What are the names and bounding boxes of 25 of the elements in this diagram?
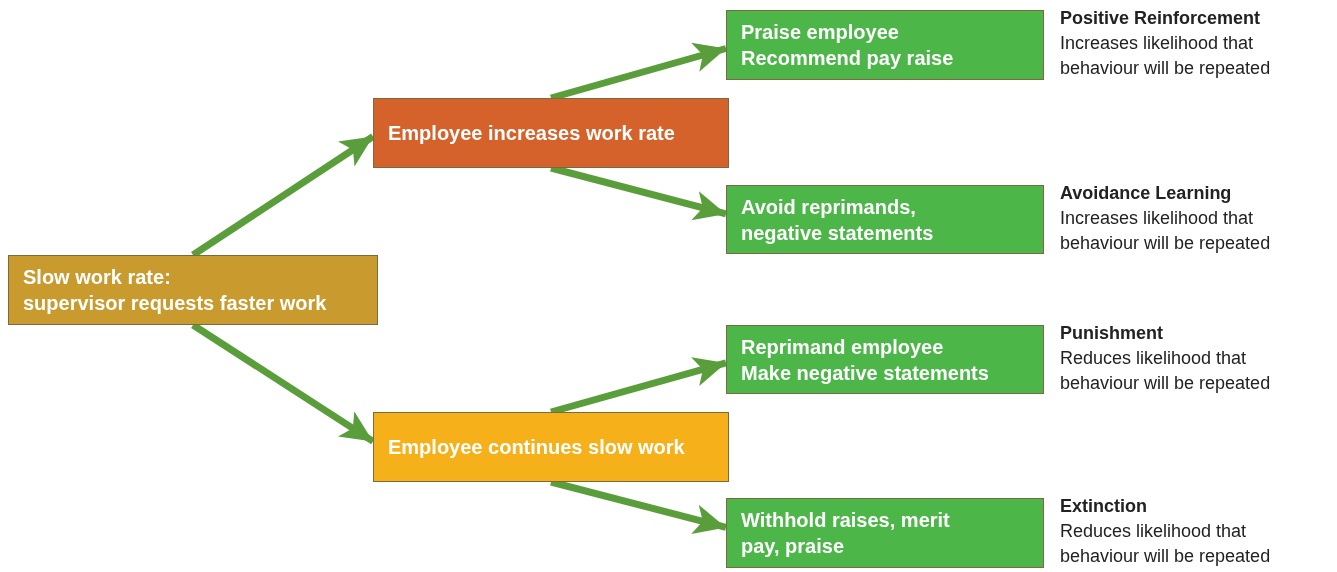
process-box bbox=[726, 498, 1044, 568]
box-label: Praise employee bbox=[741, 20, 900, 45]
box-label: Employee continues slow work bbox=[388, 435, 686, 460]
outcome-heading: Positive Reinforcement bbox=[1060, 7, 1262, 30]
box-label: supervisor requests faster work bbox=[23, 291, 328, 316]
outcome-heading: Extinction bbox=[1060, 495, 1148, 518]
box-label: Make negative statements bbox=[741, 360, 990, 386]
process-box bbox=[373, 98, 729, 168]
process-box bbox=[8, 255, 378, 325]
box-label: Recommend pay raise bbox=[741, 46, 955, 71]
box-label: Withhold raises, merit pay, praise bbox=[741, 508, 951, 559]
outcome-description: Reduces likelihood that behaviour will be repeated bbox=[1060, 347, 1272, 395]
outcome-description: Increases likelihood that behaviour will be repeated bbox=[1060, 207, 1272, 255]
outcome-description: Reduces likelihood that behaviour will be repeated bbox=[1060, 520, 1272, 568]
outcome-heading: Punishment bbox=[1060, 322, 1164, 345]
process-box bbox=[726, 10, 1044, 80]
process-box bbox=[373, 412, 729, 482]
process-box bbox=[726, 325, 1044, 394]
process-box bbox=[726, 185, 1044, 254]
box-label: Employee increases work rate bbox=[388, 121, 676, 146]
outcome-heading: Avoidance Learning bbox=[1060, 182, 1233, 205]
box-label: Avoid reprimands, negative statements bbox=[741, 194, 935, 246]
outcome-description: Increases likelihood that behaviour will be repeated bbox=[1060, 32, 1272, 80]
box-label: Reprimand employee bbox=[741, 334, 945, 360]
box-label: Slow work rate: bbox=[23, 265, 172, 290]
